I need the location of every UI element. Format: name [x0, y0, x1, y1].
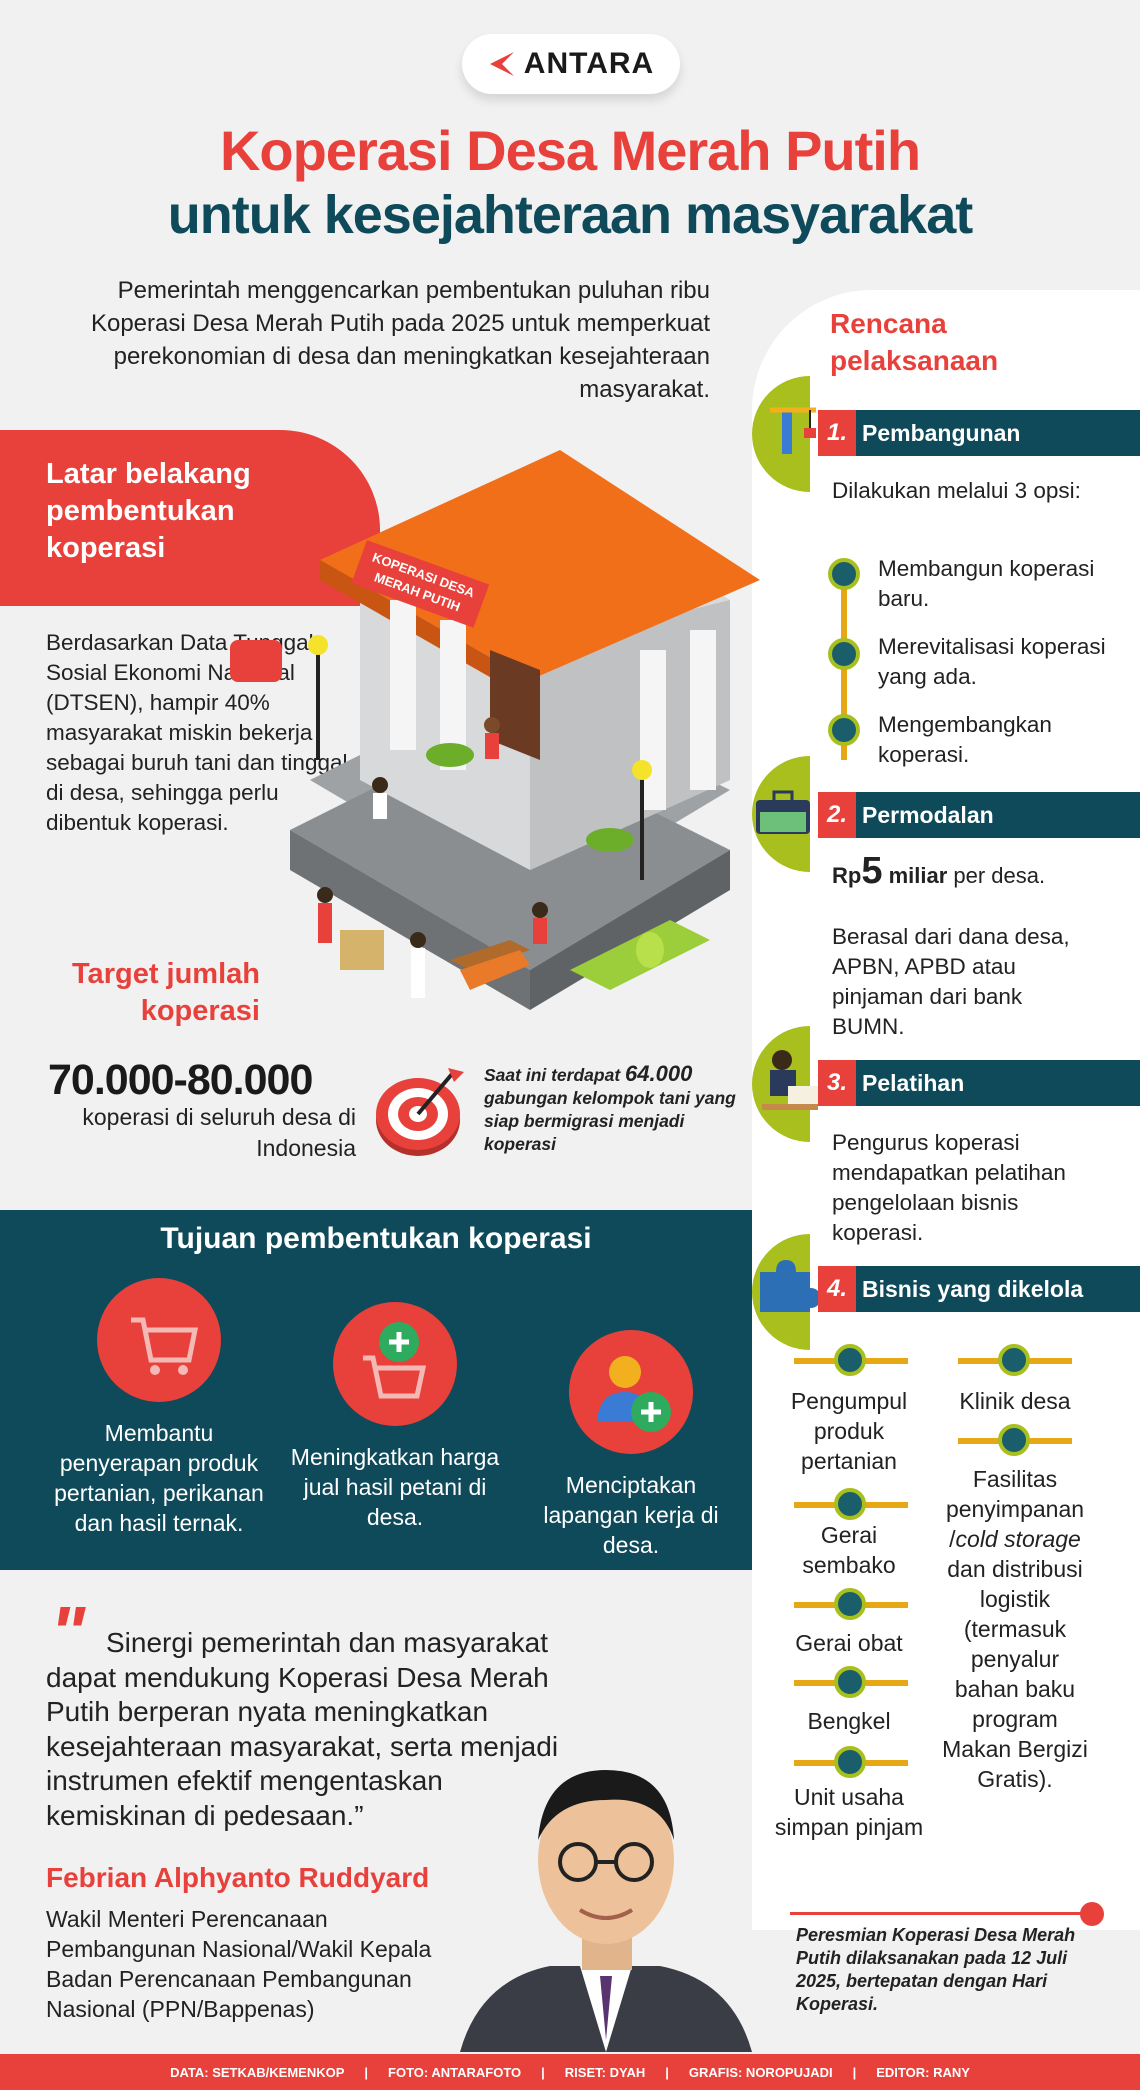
saat-prefix: Saat ini terdapat	[484, 1065, 626, 1085]
saat-suffix: gabungan kelompok tani yang siap bermigr…	[484, 1088, 736, 1154]
footer-divider: |	[541, 2064, 545, 2080]
quote-mark-icon: "	[50, 1591, 86, 1674]
pembangunan-intro: Dilakukan melalui 3 opsi:	[832, 478, 1081, 503]
footer-divider: |	[364, 2064, 369, 2080]
bisnis-marker-dot	[834, 1588, 866, 1620]
bisnis-item: Gerai obat	[795, 1630, 903, 1656]
option-item: Mengembangkan koperasi.	[878, 712, 1052, 767]
footer-divider: |	[665, 2064, 669, 2080]
add-person-icon	[569, 1330, 693, 1454]
shopping-cart-icon	[97, 1278, 221, 1402]
bisnis-item: Klinik desa	[959, 1388, 1071, 1414]
fasilitas-part-a: Fasilitas penyimpanan /	[945, 1466, 1085, 1552]
section-bar-pelatihan: 3. Pelatihan	[818, 1060, 1140, 1106]
bisnis-item: Unit usaha simpan pinjam	[774, 1784, 924, 1840]
footer-item: RISET: DYAH	[564, 2064, 646, 2080]
bisnis-marker-dot	[834, 1746, 866, 1778]
bisnis-marker-dot	[834, 1666, 866, 1698]
intro-text: Pemerintah menggencarkan pembentukan pul…	[90, 277, 710, 403]
target-subtitle: koperasi di seluruh desa di Indonesia	[82, 1104, 356, 1161]
tujuan-item: Membantu penyerapan produk pertanian, pe…	[44, 1278, 274, 1538]
peresmian-line	[790, 1912, 1092, 1915]
timeline-dot	[828, 638, 860, 670]
modal-rp: Rp	[832, 863, 862, 888]
rencana-title: Rencana pelaksanaan	[830, 308, 999, 376]
option-item: Membangun koperasi baru.	[878, 556, 1095, 611]
latar-title: Latar belakang pembentukan koperasi	[46, 458, 251, 564]
saat-number: 64.000	[625, 1061, 693, 1086]
modal-source: Berasal dari dana desa, APBN, APBD atau …	[832, 924, 1070, 1039]
page-subtitle: untuk kesejahteraan masyarakat	[167, 185, 973, 245]
modal-suffix: per desa.	[947, 863, 1046, 888]
target-number: 70.000-80.000	[48, 1056, 313, 1104]
footer-item: FOTO: ANTARAFOTO	[388, 2064, 522, 2080]
section-label: Permodalan	[862, 802, 994, 828]
bisnis-item: Gerai sembako	[802, 1522, 896, 1578]
fasilitas-part-b: cold storage	[955, 1526, 1081, 1552]
latar-header-box	[0, 430, 380, 606]
footer-item: DATA: SETKAB/KEMENKOP	[170, 2064, 345, 2080]
page-title: Koperasi Desa Merah Putih	[219, 119, 921, 182]
modal-unit: miliar	[882, 863, 948, 888]
tujuan-text: Membantu penyerapan produk pertanian, pe…	[54, 1420, 264, 1536]
fasilitas-part-c: dan distribusi logistik (termasuk penyal…	[942, 1556, 1088, 1792]
modal-number: 5	[861, 850, 883, 892]
bisnis-marker-dot	[834, 1344, 866, 1376]
target-icon	[376, 1068, 464, 1156]
tujuan-text: Menciptakan lapangan kerja di desa.	[543, 1472, 719, 1558]
bisnis-item: Pengumpul produk pertanian	[790, 1388, 908, 1474]
quote-text: Sinergi pemerintah dan masyarakat dapat …	[46, 1626, 576, 1833]
peresmian-dot	[1080, 1902, 1104, 1926]
cooperative-building-illustration: KOPERASI DESA MERAH PUTIH	[230, 450, 760, 1010]
antara-logo-icon	[489, 52, 514, 76]
footer-item: EDITOR: RANY	[876, 2064, 970, 2080]
target-title: Target jumlah koperasi	[72, 958, 260, 1027]
quote-body: Sinergi pemerintah dan masyarakat dapat …	[46, 1627, 559, 1831]
puzzle-icon	[760, 1260, 820, 1312]
timeline-dot	[828, 714, 860, 746]
trainer-icon	[762, 1050, 818, 1110]
section-label: Bisnis yang dikelola	[862, 1276, 1084, 1302]
modal-amount: Rp5 miliar per desa.	[832, 852, 1092, 891]
tujuan-title: Tujuan pembentukan koperasi	[160, 1222, 592, 1255]
money-case-icon	[756, 790, 810, 834]
quote-name: Febrian Alphyanto Ruddyard	[46, 1862, 430, 1893]
quote-role: Wakil Menteri Perencanaan Pembangunan Na…	[46, 1906, 432, 2022]
saat-ini-text: Saat ini terdapat 64.000 gabungan kelomp…	[484, 1062, 744, 1156]
footer-divider: |	[852, 2064, 857, 2080]
antara-logo: ANTARA	[462, 34, 680, 94]
section-bar-pembangunan: 1. Pembangunan	[818, 410, 1140, 456]
section-number: 4.	[818, 1266, 856, 1312]
cart-plus-icon	[333, 1302, 457, 1426]
logo-text: ANTARA	[523, 47, 655, 80]
bisnis-marker-dot	[998, 1344, 1030, 1376]
crane-icon	[770, 407, 816, 454]
option-item: Merevitalisasi koperasi yang ada.	[878, 634, 1106, 689]
section-number: 2.	[818, 792, 856, 838]
bisnis-marker-dot	[998, 1424, 1030, 1456]
footer-item: GRAFIS: NOROPUJADI	[688, 2064, 833, 2080]
bisnis-item: Bengkel	[807, 1708, 891, 1734]
tujuan-text: Meningkatkan harga jual hasil petani di …	[290, 1444, 500, 1530]
pelatihan-text: Pengurus koperasi mendapatkan pelatihan …	[832, 1130, 1066, 1245]
section-bar-bisnis: 4. Bisnis yang dikelola	[818, 1266, 1140, 1312]
peresmian-text: Peresmian Koperasi Desa Merah Putih dila…	[796, 1925, 1076, 2014]
section-label: Pelatihan	[862, 1070, 965, 1096]
tujuan-item: Meningkatkan harga jual hasil petani di …	[280, 1302, 510, 1532]
timeline-dot	[828, 558, 860, 590]
portrait-illustration	[460, 1770, 752, 2052]
footer-credits: DATA: SETKAB/KEMENKOP | FOTO: ANTARAFOTO…	[0, 2054, 1140, 2090]
tujuan-item: Menciptakan lapangan kerja di desa.	[516, 1330, 746, 1560]
bisnis-marker-dot	[834, 1488, 866, 1520]
bisnis-item-fasilitas: Fasilitas penyimpanan /cold storage dan …	[938, 1464, 1092, 1794]
section-number: 3.	[818, 1060, 856, 1106]
section-number: 1.	[818, 410, 856, 456]
section-bar-permodalan: 2. Permodalan	[818, 792, 1140, 838]
section-label: Pembangunan	[862, 420, 1021, 446]
